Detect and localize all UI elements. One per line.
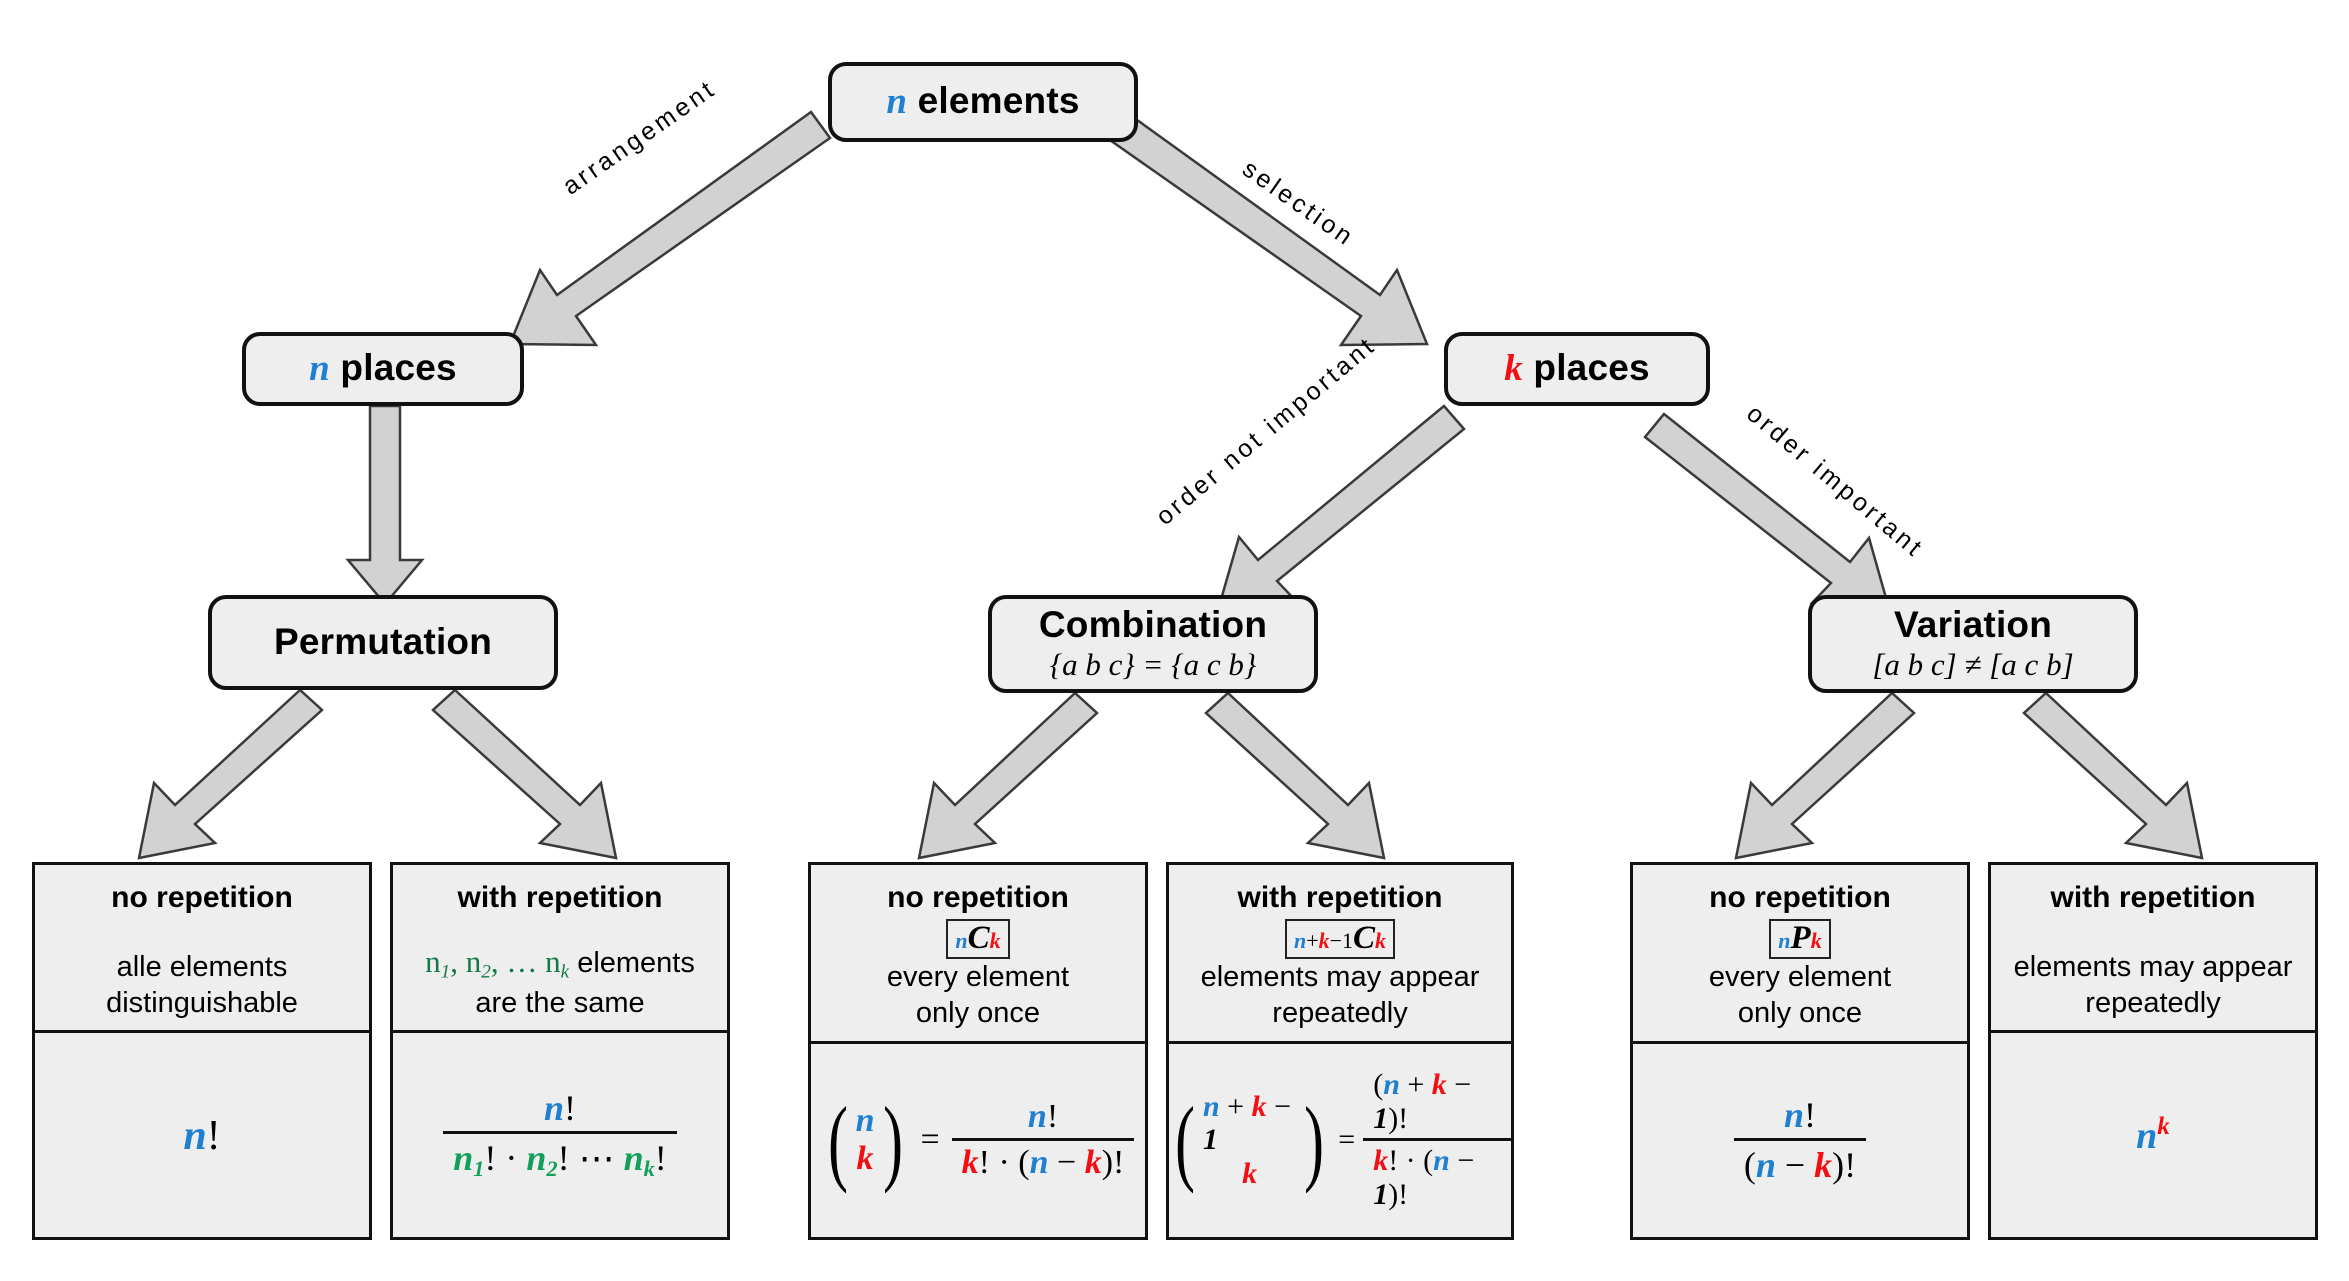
- node-k-places-text: places: [1533, 347, 1650, 389]
- symbol-n: n: [309, 348, 330, 390]
- node-n-elements-text: elements: [917, 80, 1080, 122]
- node-n-places[interactable]: n places: [242, 332, 524, 406]
- leaf-description: alle elements distinguishable: [35, 949, 369, 1022]
- leaf-permutation-with-repetition[interactable]: with repetition n1, n2, … nk elements ar…: [390, 862, 730, 1240]
- leaf-formula: n!: [35, 1030, 369, 1237]
- node-variation-subtitle: [a b c] ≠ [a c b]: [1872, 647, 2074, 683]
- leaf-variation-no-repetition[interactable]: no repetition nPk every element only onc…: [1630, 862, 1970, 1240]
- leaf-upper: with repetition n1, n2, … nk elements ar…: [393, 865, 727, 1030]
- leaf-desc-line1: n1, n2, … nk elements: [425, 944, 695, 983]
- leaf-upper: with repetition elements may appear repe…: [1991, 865, 2315, 1030]
- arrow-variation-to-no-repetition: [1734, 691, 1916, 860]
- leaf-upper: no repetition alle elements distinguisha…: [35, 865, 369, 1030]
- notation-badge-nPk: nPk: [1769, 919, 1831, 959]
- arrow-combination-to-no-repetition: [917, 691, 1099, 860]
- leaf-desc-line2: distinguishable: [106, 986, 298, 1019]
- leaf-upper: no repetition nPk every element only onc…: [1633, 865, 1967, 1041]
- leaf-description: every element only once: [1633, 959, 1967, 1032]
- node-permutation-title: Permutation: [273, 621, 493, 663]
- arrow-n-places-to-permutation: [345, 404, 425, 606]
- node-combination[interactable]: Combination {a b c} = {a c b}: [988, 595, 1318, 693]
- node-n-places-label: n places: [309, 347, 457, 390]
- leaf-description: elements may appear repeatedly: [1991, 949, 2315, 1022]
- leaf-desc-line1: elements may appear: [1200, 961, 1480, 993]
- leaf-formula: n! (n − k)!: [1633, 1040, 1967, 1238]
- notation-badge-nCk: nCk: [946, 919, 1010, 959]
- node-variation-title: Variation: [1893, 603, 2053, 645]
- leaf-desc-line1: every element: [1708, 961, 1892, 993]
- node-k-places-label: k places: [1504, 347, 1650, 390]
- leaf-upper: no repetition nCk every element only onc…: [811, 865, 1145, 1041]
- leaf-head: with repetition: [457, 881, 663, 914]
- leaf-desc-line2: repeatedly: [2085, 986, 2221, 1019]
- symbol-n: n: [886, 81, 908, 123]
- leaf-permutation-no-repetition[interactable]: no repetition alle elements distinguisha…: [32, 862, 372, 1240]
- arrow-root-to-n-places: [508, 110, 832, 347]
- leaf-combination-no-repetition[interactable]: no repetition nCk every element only onc…: [808, 862, 1148, 1240]
- leaf-head: no repetition: [111, 881, 293, 914]
- arrow-combination-to-with-repetition: [1204, 691, 1386, 860]
- node-variation[interactable]: Variation [a b c] ≠ [a c b]: [1808, 595, 2138, 693]
- arrow-variation-to-with-repetition: [2022, 691, 2204, 860]
- node-k-places[interactable]: k places: [1444, 332, 1710, 406]
- leaf-desc-line2: only once: [915, 997, 1041, 1030]
- node-n-elements-label: n elements: [886, 80, 1080, 123]
- formula-binomial-multiset: ( n + k − 1 k ) = (n + k − 1)! k! · (n −…: [1169, 1068, 1511, 1212]
- formula-n-factorial: n!: [183, 1112, 221, 1159]
- leaf-desc-line2: are the same: [475, 986, 645, 1019]
- arrow-root-to-k-places: [1105, 110, 1429, 347]
- arrow-permutation-to-no-repetition: [137, 688, 324, 860]
- leaf-description: n1, n2, … nk elements are the same: [393, 943, 727, 1021]
- leaf-head: with repetition: [2050, 881, 2256, 914]
- arrow-permutation-to-with-repetition: [431, 688, 618, 860]
- leaf-desc-line2: only once: [1737, 997, 1863, 1030]
- formula-permutation-multiset: n! n1! · n2! ⋯ nk!: [443, 1087, 677, 1182]
- leaf-head: with repetition: [1237, 881, 1443, 914]
- leaf-formula: ( n k ) = n! k! · (n − k)!: [811, 1040, 1145, 1238]
- formula-variation-no-rep: n! (n − k)!: [1733, 1094, 1867, 1186]
- symbol-k: k: [1504, 348, 1523, 390]
- notation-badge-nk1Ck: n+k−1Ck: [1284, 919, 1396, 959]
- node-permutation[interactable]: Permutation: [208, 595, 558, 690]
- leaf-desc-line1: every element: [886, 961, 1070, 993]
- leaf-desc-line1: elements may appear: [2013, 950, 2293, 983]
- leaf-upper: with repetition n+k−1Ck elements may app…: [1169, 865, 1511, 1041]
- leaf-desc-line2: repeatedly: [1272, 997, 1408, 1030]
- leaf-formula: n! n1! · n2! ⋯ nk!: [393, 1030, 727, 1237]
- node-combination-title: Combination: [1038, 603, 1268, 645]
- leaf-head: no repetition: [887, 881, 1069, 914]
- leaf-formula: ( n + k − 1 k ) = (n + k − 1)! k! · (n −…: [1169, 1040, 1511, 1238]
- formula-n-power-k: nk: [2136, 1112, 2170, 1157]
- node-n-elements[interactable]: n elements: [828, 62, 1138, 142]
- leaf-variation-with-repetition[interactable]: with repetition elements may appear repe…: [1988, 862, 2318, 1240]
- leaf-combination-with-repetition[interactable]: with repetition n+k−1Ck elements may app…: [1166, 862, 1514, 1240]
- leaf-formula: nk: [1991, 1030, 2315, 1237]
- leaf-desc-tail: elements: [577, 947, 695, 980]
- node-combination-subtitle: {a b c} = {a c b}: [1049, 647, 1257, 683]
- leaf-head: no repetition: [1709, 881, 1891, 914]
- leaf-description: every element only once: [811, 959, 1145, 1032]
- leaf-desc-line1: alle elements: [116, 950, 288, 983]
- leaf-description: elements may appear repeatedly: [1169, 959, 1511, 1032]
- formula-binomial-nk: ( n k ) = n! k! · (n − k)!: [822, 1092, 1135, 1188]
- node-n-places-text: places: [340, 347, 457, 389]
